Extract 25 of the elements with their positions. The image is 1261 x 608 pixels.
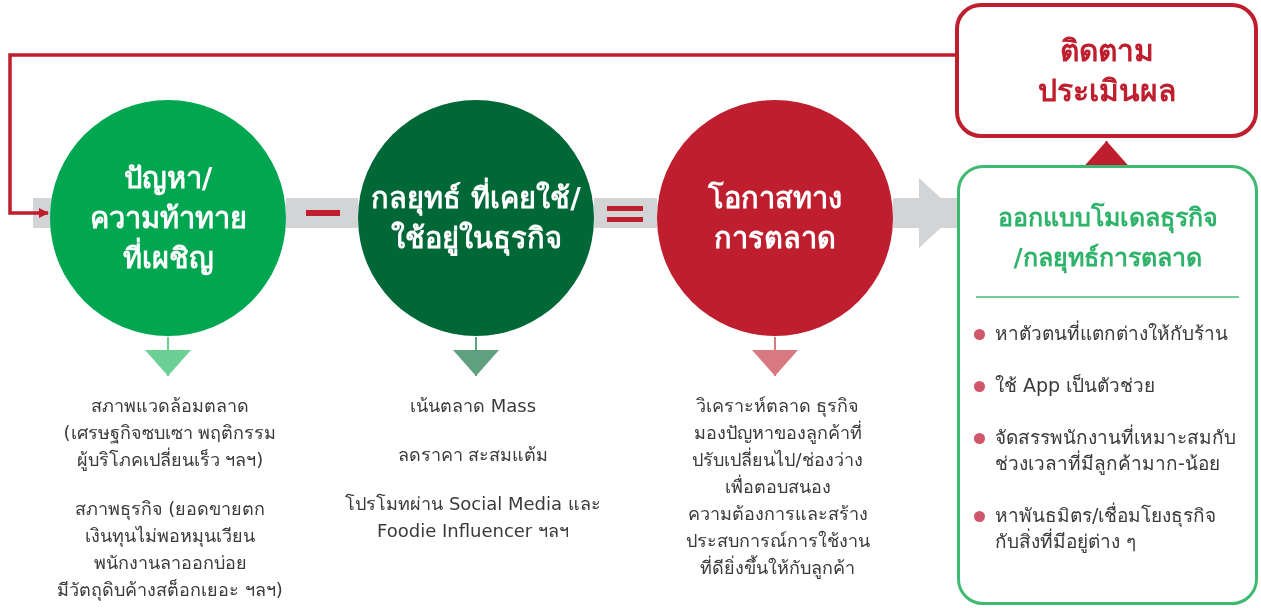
box-title: ติดตาม ประเมินผล — [1036, 31, 1177, 110]
process-box — [957, 165, 1258, 605]
description-text: วิเคราะห์ตลาด ธุรกิจ มองปัญหาของลูกค้าที่ ปรับเปลี่ยนไป/ช่องว่าง เพื่อตอบสนอง ความต้องการและสร้าง ประสบการณ์การใช้งาน ที่ดียิ่งขึ้นให้กับลูกค้า — [684, 394, 871, 581]
description-text: เน้นตลาด Mass — [408, 394, 538, 418]
feedback-arrow — [8, 53, 955, 218]
box-heading: ออกแบบโมเดลธุรกิจ /กลยุทธ์การตลาด — [996, 201, 1219, 276]
band-segment — [893, 178, 957, 248]
circle-label: โอกาสทาง การตลาด — [707, 180, 843, 257]
description-text: ลดราคา สะสมแต้ม — [396, 443, 550, 467]
description-text: สภาพธุรกิจ (ยอดขายตก เงินทุนไม่พอหมุนเวียน พนักงานลาออกบ่อย มีวัตถุดิบค้างสต็อกเยอะ ฯลฯ) — [56, 497, 284, 603]
pointer-arrow — [1083, 140, 1130, 167]
band-segment — [286, 198, 358, 228]
bullet-text: หาตัวตนที่แตกต่างให้กับร้าน — [995, 320, 1228, 346]
band-segment — [594, 198, 657, 228]
description-text: โปรโมทผ่าน Social Media และ Foodie Influencer ฯลฯ — [344, 492, 602, 543]
pointer-arrow — [145, 336, 191, 377]
pointer-arrow — [752, 336, 798, 377]
circle-label: ปัญหา/ ความท้าทาย ที่เผชิญ — [88, 160, 248, 278]
bullet-text: หาพันธมิตร/เชื่อมโยงธุรกิจ กับสิ่งที่มีอยู่ต่าง ๆ — [995, 502, 1218, 554]
circle-label: กลยุทธ์ ที่เคยใช้/ ใช้อยู่ในธุรกิจ — [366, 178, 586, 258]
pointer-arrow — [453, 336, 499, 377]
bullet-text: ใช้ App เป็นตัวช่วย — [995, 373, 1156, 398]
bullet-text: จัดสรรพนักงานที่เหมาะสมกับ ช่วงเวลาที่มีลูกค้ามาก-น้อย — [995, 424, 1237, 476]
description-text: สภาพแวดล้อมตลาด (เศรษฐกิจซบเซา พฤติกรรม ผู้บริโภคเปลี่ยนเร็ว ฯลฯ) — [62, 394, 278, 473]
process-box — [955, 3, 1258, 138]
